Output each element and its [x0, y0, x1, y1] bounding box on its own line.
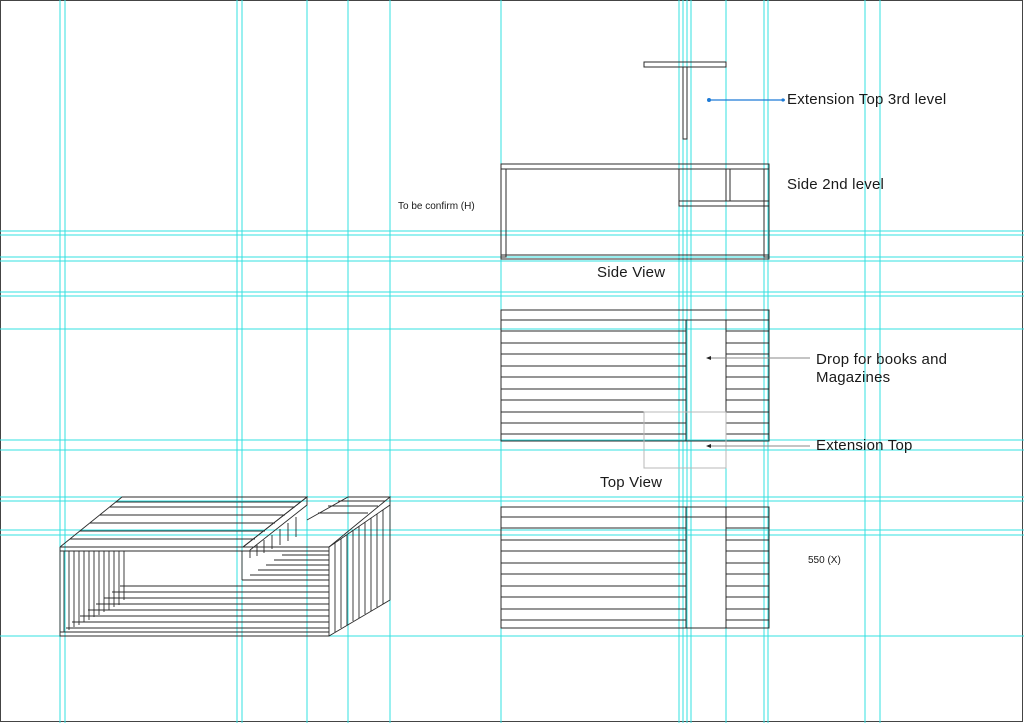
lower-top-view-drawing [500, 506, 770, 629]
leader-arrow-dot [707, 98, 711, 102]
label-drop-books-line1: Drop for books and [816, 351, 948, 368]
extension-top-outline [643, 411, 727, 469]
top-view-drawing [500, 309, 770, 442]
label-drop-books-line2: Magazines [816, 369, 891, 386]
label-top-view: Top View [600, 474, 663, 491]
leader-arrowhead [706, 444, 711, 448]
label-dimension-x: 550 (X) [808, 555, 841, 566]
label-extension-top-3rd-level: Extension Top 3rd level [787, 91, 947, 108]
label-side-2nd-level: Side 2nd level [787, 176, 885, 193]
side-view-drawing [500, 163, 770, 260]
leader-lines [706, 98, 810, 448]
leader-end-dot [781, 98, 785, 102]
label-to-be-confirm: To be confirm (H) [398, 201, 475, 212]
leader-arrowhead [706, 356, 711, 360]
isometric-furniture-drawing [59, 496, 392, 637]
extension-top-3rd-level-shape [643, 61, 727, 140]
label-side-view: Side View [597, 264, 666, 281]
label-extension-top: Extension Top [816, 437, 913, 454]
